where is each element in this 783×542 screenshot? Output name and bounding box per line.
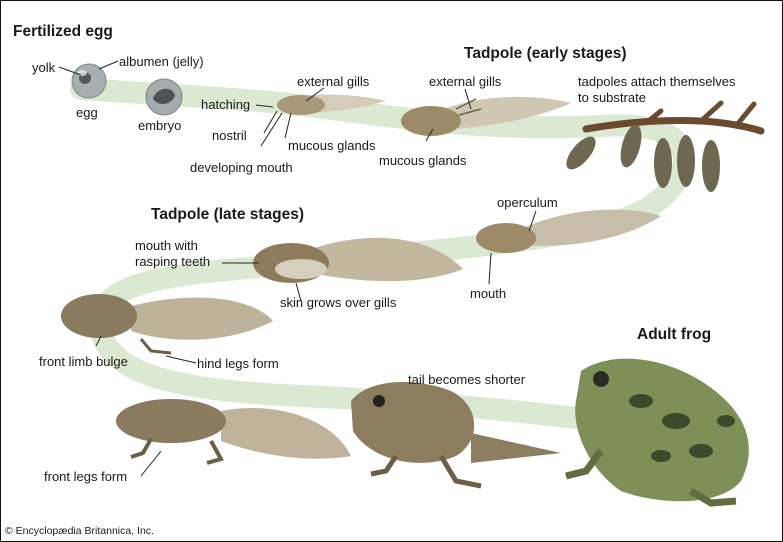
- heading-tadpole-early: Tadpole (early stages): [464, 45, 627, 63]
- label-mucous-glands-1: mucous glands: [288, 138, 375, 153]
- label-tail-shorter: tail becomes shorter: [408, 372, 525, 387]
- label-mouth-with-1: mouth with: [135, 238, 198, 253]
- label-external-gills-2: external gills: [429, 74, 501, 89]
- label-mouth: mouth: [470, 286, 506, 301]
- froglet-short-tail: [351, 382, 561, 486]
- label-mucous-glands-2: mucous glands: [379, 153, 466, 168]
- label-front-limb-bulge: front limb bulge: [39, 354, 128, 369]
- operculum-tadpole: [476, 210, 661, 253]
- label-mouth-with-2: rasping teeth: [135, 254, 210, 269]
- label-yolk: yolk: [32, 60, 55, 75]
- label-skin-grows: skin grows over gills: [280, 295, 396, 310]
- heading-tadpole-late: Tadpole (late stages): [151, 206, 304, 224]
- label-embryo: embryo: [138, 118, 181, 133]
- label-operculum: operculum: [497, 195, 558, 210]
- label-albumen: albumen (jelly): [119, 54, 204, 69]
- label-hind-legs-form: hind legs form: [197, 356, 279, 371]
- late-tadpole-2: [61, 294, 273, 353]
- adult-frog: [566, 359, 749, 503]
- label-tadpoles-attach-1: tadpoles attach themselves: [578, 74, 736, 89]
- label-external-gills-1: external gills: [297, 74, 369, 89]
- embryo-illustration: [146, 79, 182, 115]
- label-front-legs-form: front legs form: [44, 469, 127, 484]
- label-developing-mouth: developing mouth: [190, 160, 293, 175]
- label-tadpoles-attach-2: to substrate: [578, 90, 646, 105]
- label-egg: egg: [76, 105, 98, 120]
- froglet-with-tail: [116, 399, 351, 463]
- heading-fertilized-egg: Fertilized egg: [13, 23, 113, 41]
- heading-adult-frog: Adult frog: [637, 326, 711, 344]
- label-nostril: nostril: [212, 128, 247, 143]
- credit-text: © Encyclopædia Britannica, Inc.: [5, 525, 154, 537]
- label-hatching: hatching: [201, 97, 250, 112]
- egg-illustration: [72, 64, 106, 98]
